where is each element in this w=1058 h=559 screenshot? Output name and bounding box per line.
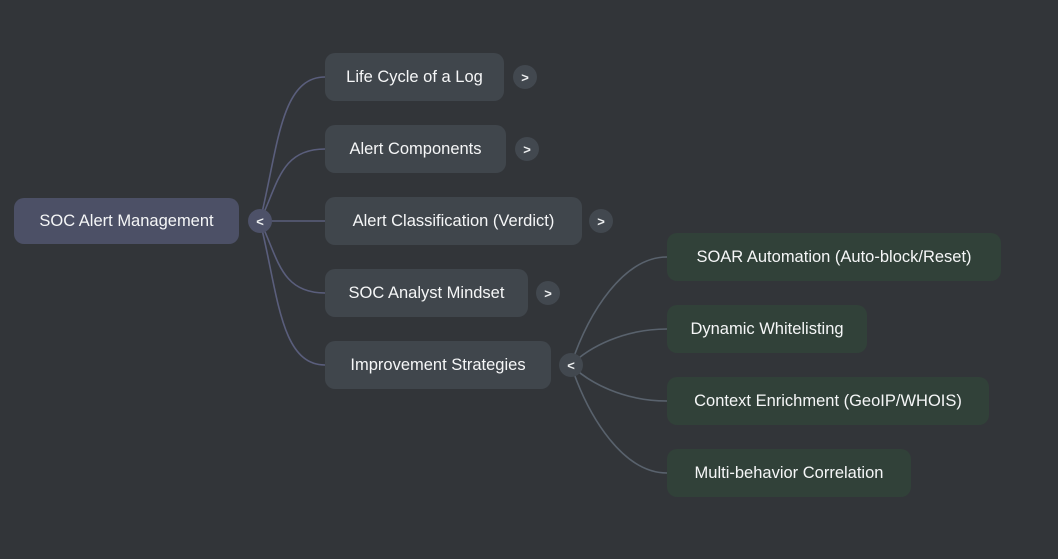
connector-improvement-to-correlation (570, 364, 668, 474)
connector-root-to-analyst-mindset (259, 220, 326, 294)
node-soar-automation[interactable]: SOAR Automation (Auto-block/Reset) (667, 233, 1001, 281)
node-dynamic-whitelisting[interactable]: Dynamic Whitelisting (667, 305, 867, 353)
node-life-cycle-of-a-log[interactable]: Life Cycle of a Log (325, 53, 504, 101)
node-multi-behavior-correlation[interactable]: Multi-behavior Correlation (667, 449, 911, 497)
node-label: Multi-behavior Correlation (694, 463, 884, 482)
node-label: Dynamic Whitelisting (690, 319, 844, 338)
node-label: Life Cycle of a Log (346, 67, 483, 86)
expand-toggle-alert-components[interactable]: > (515, 137, 539, 161)
connector-improvement-to-soar (570, 256, 668, 366)
collapse-toggle-soc-alert-management[interactable]: < (248, 209, 272, 233)
node-label: SOC Analyst Mindset (348, 283, 505, 302)
collapse-toggle-improvement-strategies[interactable]: < (559, 353, 583, 377)
expand-toggle-soc-analyst-mindset[interactable]: > (536, 281, 560, 305)
node-alert-classification-verdict[interactable]: Alert Classification (Verdict) (325, 197, 582, 245)
connector-root-to-improvement-strategies (259, 220, 326, 366)
node-label: SOC Alert Management (39, 211, 214, 230)
node-soc-alert-management[interactable]: SOC Alert Management (14, 198, 239, 244)
connector-improvement-to-whitelisting (570, 328, 668, 366)
node-label: Alert Components (349, 139, 482, 158)
node-soc-analyst-mindset[interactable]: SOC Analyst Mindset (325, 269, 528, 317)
node-label: Context Enrichment (GeoIP/WHOIS) (694, 391, 962, 410)
connector-root-to-alert-components (259, 148, 326, 222)
node-label: Improvement Strategies (350, 355, 526, 374)
connector-improvement-to-enrichment (570, 364, 668, 402)
node-context-enrichment[interactable]: Context Enrichment (GeoIP/WHOIS) (667, 377, 989, 425)
expand-toggle-life-cycle-of-a-log[interactable]: > (513, 65, 537, 89)
expand-toggle-alert-classification-verdict[interactable]: > (589, 209, 613, 233)
node-label: SOAR Automation (Auto-block/Reset) (696, 247, 972, 266)
node-label: Alert Classification (Verdict) (352, 211, 555, 230)
node-improvement-strategies[interactable]: Improvement Strategies (325, 341, 551, 389)
connector-root-to-life-cycle (259, 76, 326, 222)
node-alert-components[interactable]: Alert Components (325, 125, 506, 173)
